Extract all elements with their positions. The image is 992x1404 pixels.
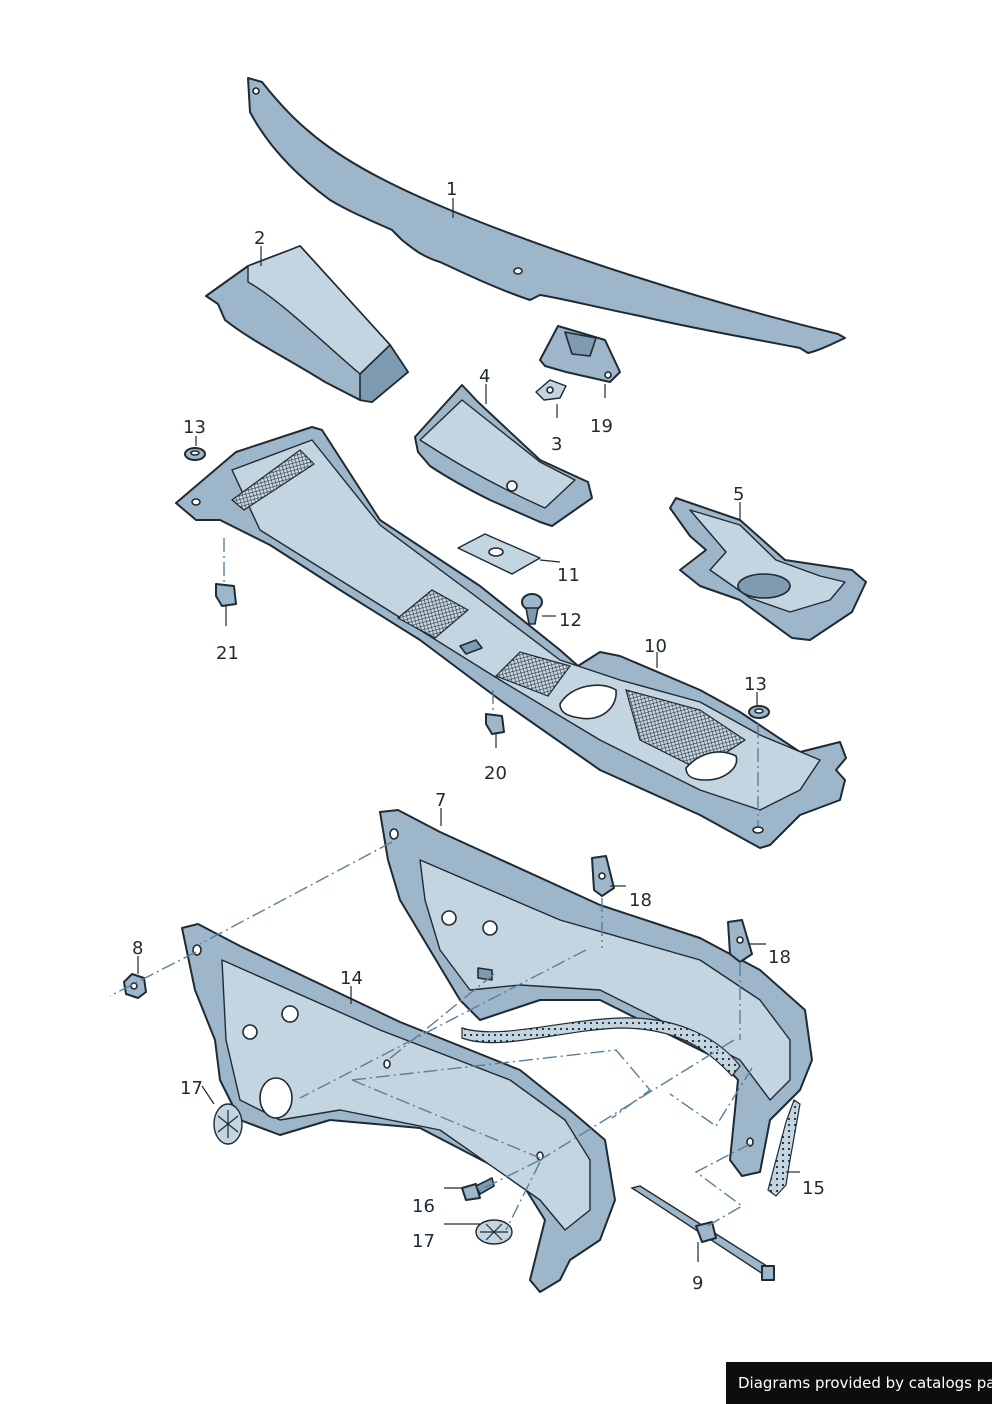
part-13-grommet-left (184, 447, 206, 461)
callout-14: 14 (340, 968, 363, 989)
callout-21: 21 (216, 643, 239, 664)
part-16-bolt (461, 1177, 495, 1201)
callout-19: 19 (590, 416, 613, 437)
part-13-grommet-right (748, 705, 770, 719)
callout-5: 5 (733, 484, 744, 505)
callout-18-lower: 18 (768, 947, 791, 968)
part-9-cable-tie (630, 1185, 775, 1281)
part-18-clip-nut-lower (727, 919, 753, 963)
leader-lines (137, 198, 800, 1262)
callout-18-upper: 18 (629, 890, 652, 911)
part-7-firewall-insulation (379, 809, 813, 1177)
callout-16: 16 (412, 1196, 435, 1217)
callout-labels: 1 2 3 4 5 7 8 9 10 11 12 13 13 14 15 16 … (132, 179, 825, 1294)
assembly-lines (109, 538, 759, 1231)
part-10-plenum-panel (175, 426, 847, 849)
part-8-hex-nut (123, 973, 147, 999)
callout-17-upper: 17 (180, 1078, 203, 1099)
part-3-clip (535, 379, 567, 401)
part-14-firewall-insulation (181, 923, 616, 1293)
callout-11: 11 (557, 565, 580, 586)
callout-4: 4 (479, 366, 490, 387)
callout-17-lower: 17 (412, 1231, 435, 1252)
part-19-bracket (539, 325, 621, 383)
screw-stud (477, 967, 493, 981)
part-2-water-duct (205, 245, 409, 403)
diagram-credit-banner: Diagrams provided by catalogs parts (726, 1362, 992, 1404)
part-1-cowl-strip (247, 77, 846, 354)
callout-13-left: 13 (183, 417, 206, 438)
part-21-clip (215, 583, 237, 607)
callout-2: 2 (254, 228, 265, 249)
part-17-rivet-lower (475, 1219, 513, 1245)
callout-9: 9 (692, 1273, 703, 1294)
callout-12: 12 (559, 610, 582, 631)
callout-13-right: 13 (744, 674, 767, 695)
part-4-water-tray (414, 384, 593, 527)
callout-10: 10 (644, 636, 667, 657)
callout-20: 20 (484, 763, 507, 784)
part-12-push-clip (521, 593, 543, 625)
callout-7: 7 (435, 790, 446, 811)
callout-15: 15 (802, 1178, 825, 1199)
callout-1: 1 (446, 179, 457, 200)
part-11-plate (457, 533, 541, 575)
part-15-seal-strip (461, 1017, 801, 1197)
callout-8: 8 (132, 938, 143, 959)
callout-3: 3 (551, 434, 562, 455)
part-17-rivet-upper (213, 1103, 243, 1145)
part-18-clip-nut-upper (591, 855, 615, 897)
part-5-right-cover (669, 497, 867, 641)
part-20-clip (485, 713, 505, 735)
